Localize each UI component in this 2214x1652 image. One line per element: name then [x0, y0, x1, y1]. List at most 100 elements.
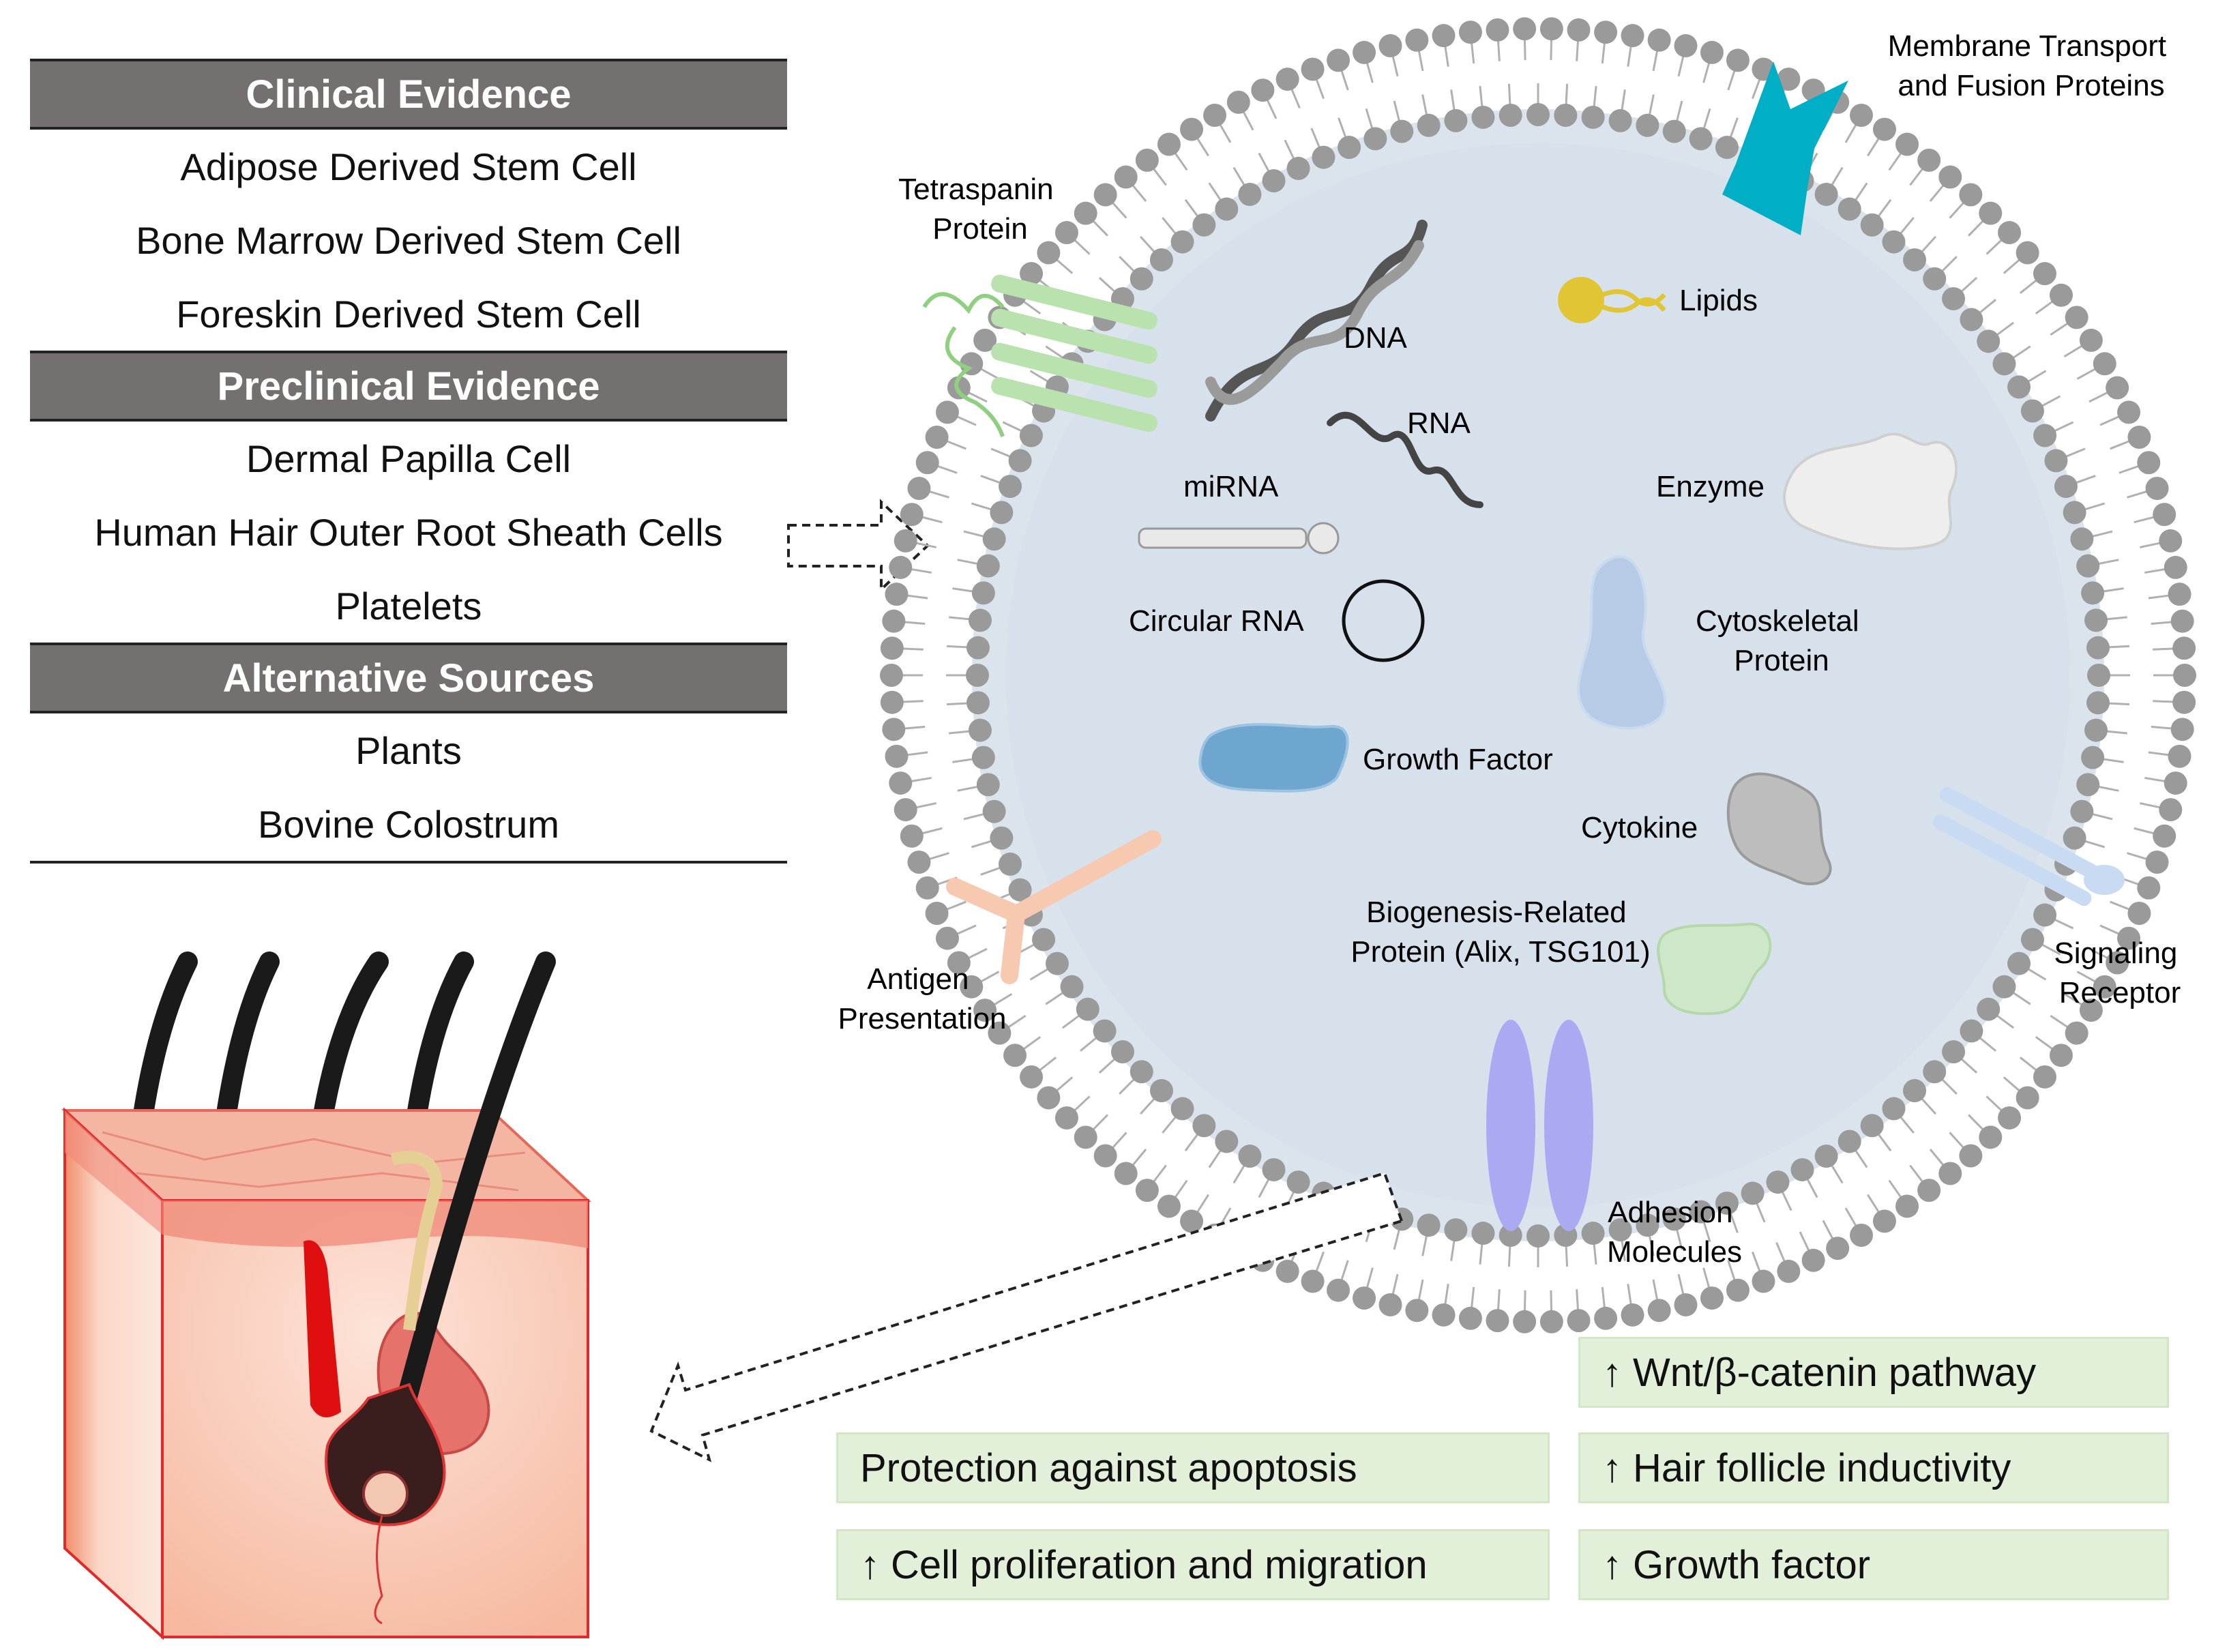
lipid-head	[1432, 24, 1456, 48]
growth-factor-label: Growth Factor	[1363, 743, 1553, 776]
lipid-head	[1942, 1040, 1966, 1064]
table-bottom-rule	[30, 861, 787, 864]
lipid-head	[1417, 1213, 1441, 1237]
lipid-head	[982, 527, 1006, 551]
lipid-head	[2173, 664, 2196, 687]
lipid-head	[2145, 476, 2169, 500]
lipid-head	[1777, 1259, 1801, 1283]
lipid-head	[925, 426, 949, 449]
source-table: Clinical Evidence Adipose Derived Stem C…	[30, 59, 787, 864]
lipid-head	[1338, 136, 1361, 160]
tetraspanin-protein-icon	[922, 274, 1157, 438]
lipid-head	[1539, 1310, 1563, 1333]
effect-box: Protection against apoptosis	[836, 1432, 1550, 1503]
dna-icon	[1205, 220, 1428, 422]
lipid-head	[2164, 771, 2187, 795]
lipid-head	[1130, 267, 1153, 291]
lipid-head	[1037, 241, 1061, 265]
lipid-head	[1499, 1224, 1522, 1248]
lipid-head	[1895, 1194, 1919, 1218]
source-item: Plants	[355, 728, 462, 772]
lipid-head	[2081, 746, 2105, 769]
lipid-head	[1157, 1194, 1181, 1218]
mirna-icon	[1138, 522, 1340, 555]
lipid-head	[935, 926, 959, 950]
lipid-head	[885, 582, 909, 606]
lipid-head	[907, 851, 931, 874]
lipid-head	[1647, 1299, 1671, 1323]
lipid-head	[1444, 1218, 1468, 1242]
lipid-head	[973, 328, 997, 352]
lipid-head	[2020, 928, 2044, 952]
lipid-head	[2084, 608, 2108, 632]
lipid-head	[2170, 609, 2194, 633]
section-header-clinical: Clinical Evidence	[30, 59, 787, 130]
lipid-head	[1327, 1278, 1350, 1302]
enzyme-label: Enzyme	[1656, 470, 1765, 503]
lipid-head	[1215, 1130, 1239, 1153]
lipid-head	[976, 773, 1000, 797]
lipid-head	[2087, 664, 2110, 687]
lipid-head	[2065, 306, 2088, 329]
source-item: Bone Marrow Derived Stem Cell	[136, 218, 681, 262]
lipid-head	[1621, 1303, 1644, 1327]
membrane-transport-label: Membrane Transport and Fusion Proteins	[1888, 29, 2175, 102]
lipid-head	[2127, 901, 2151, 925]
lipid-head	[1444, 108, 1468, 132]
lipid-head	[2007, 375, 2031, 399]
lipid-head	[2164, 555, 2187, 579]
lipid-head	[1032, 928, 1056, 952]
lipid-head	[966, 691, 990, 715]
lipid-head	[1959, 183, 1983, 207]
lipid-head	[2093, 975, 2116, 999]
lipid-head	[1019, 424, 1043, 447]
lipid-head	[1513, 17, 1537, 41]
lipid-head	[2044, 449, 2068, 473]
cytoskeletal-protein-icon	[1577, 555, 1667, 730]
lipid-head	[1008, 449, 1032, 473]
lipid-head	[1170, 1097, 1194, 1121]
lipid-head	[1262, 169, 1286, 193]
lipid-head	[2016, 1086, 2039, 1110]
lipid-head	[1700, 1286, 1724, 1310]
lipid-head	[1594, 1306, 1618, 1330]
dna-label: DNA	[1344, 321, 1408, 355]
lipid-head	[915, 451, 939, 475]
lipid-head	[1917, 148, 1941, 172]
lipid-head	[1275, 68, 1299, 91]
lipid-head	[1726, 1278, 1750, 1302]
lipid-head	[1215, 197, 1239, 221]
lipid-head	[1567, 1309, 1591, 1333]
lipid-head	[882, 718, 906, 741]
lipid-head	[1363, 127, 1387, 151]
lipid-head	[1054, 221, 1078, 245]
lipid-head	[2086, 636, 2110, 660]
lipid-head	[1895, 132, 1919, 156]
lipid-head	[2159, 798, 2183, 822]
lipid-head	[1850, 104, 1873, 128]
lipid-head	[889, 555, 913, 579]
lipid-head	[1647, 28, 1671, 52]
adhesion-molecules-icon	[1486, 1020, 1593, 1231]
lipid-head	[1992, 352, 2016, 376]
lipid-head	[2084, 718, 2108, 742]
lipid-head	[960, 975, 984, 999]
lipid-head	[971, 581, 995, 605]
lipid-head	[1526, 1224, 1550, 1248]
lipid-head	[1837, 197, 1861, 221]
vesicle-to-skin-arrow	[649, 1171, 1404, 1462]
lipid-head	[999, 852, 1022, 876]
lipid-head	[1741, 1181, 1765, 1205]
lipid-head	[1960, 308, 1983, 331]
lipid-head	[1008, 878, 1032, 902]
lipid-head	[1286, 156, 1310, 180]
lipid-head	[1801, 1248, 1825, 1272]
lipid-head	[894, 529, 917, 552]
lipid-head	[999, 475, 1022, 499]
lipid-head	[1608, 1218, 1632, 1242]
lipid-head	[2033, 1065, 2056, 1089]
lipid-head	[2170, 718, 2194, 741]
source-item: Bovine Colostrum	[258, 802, 559, 846]
lipid-head	[1814, 1145, 1838, 1168]
lipid-head	[1979, 1125, 2003, 1149]
